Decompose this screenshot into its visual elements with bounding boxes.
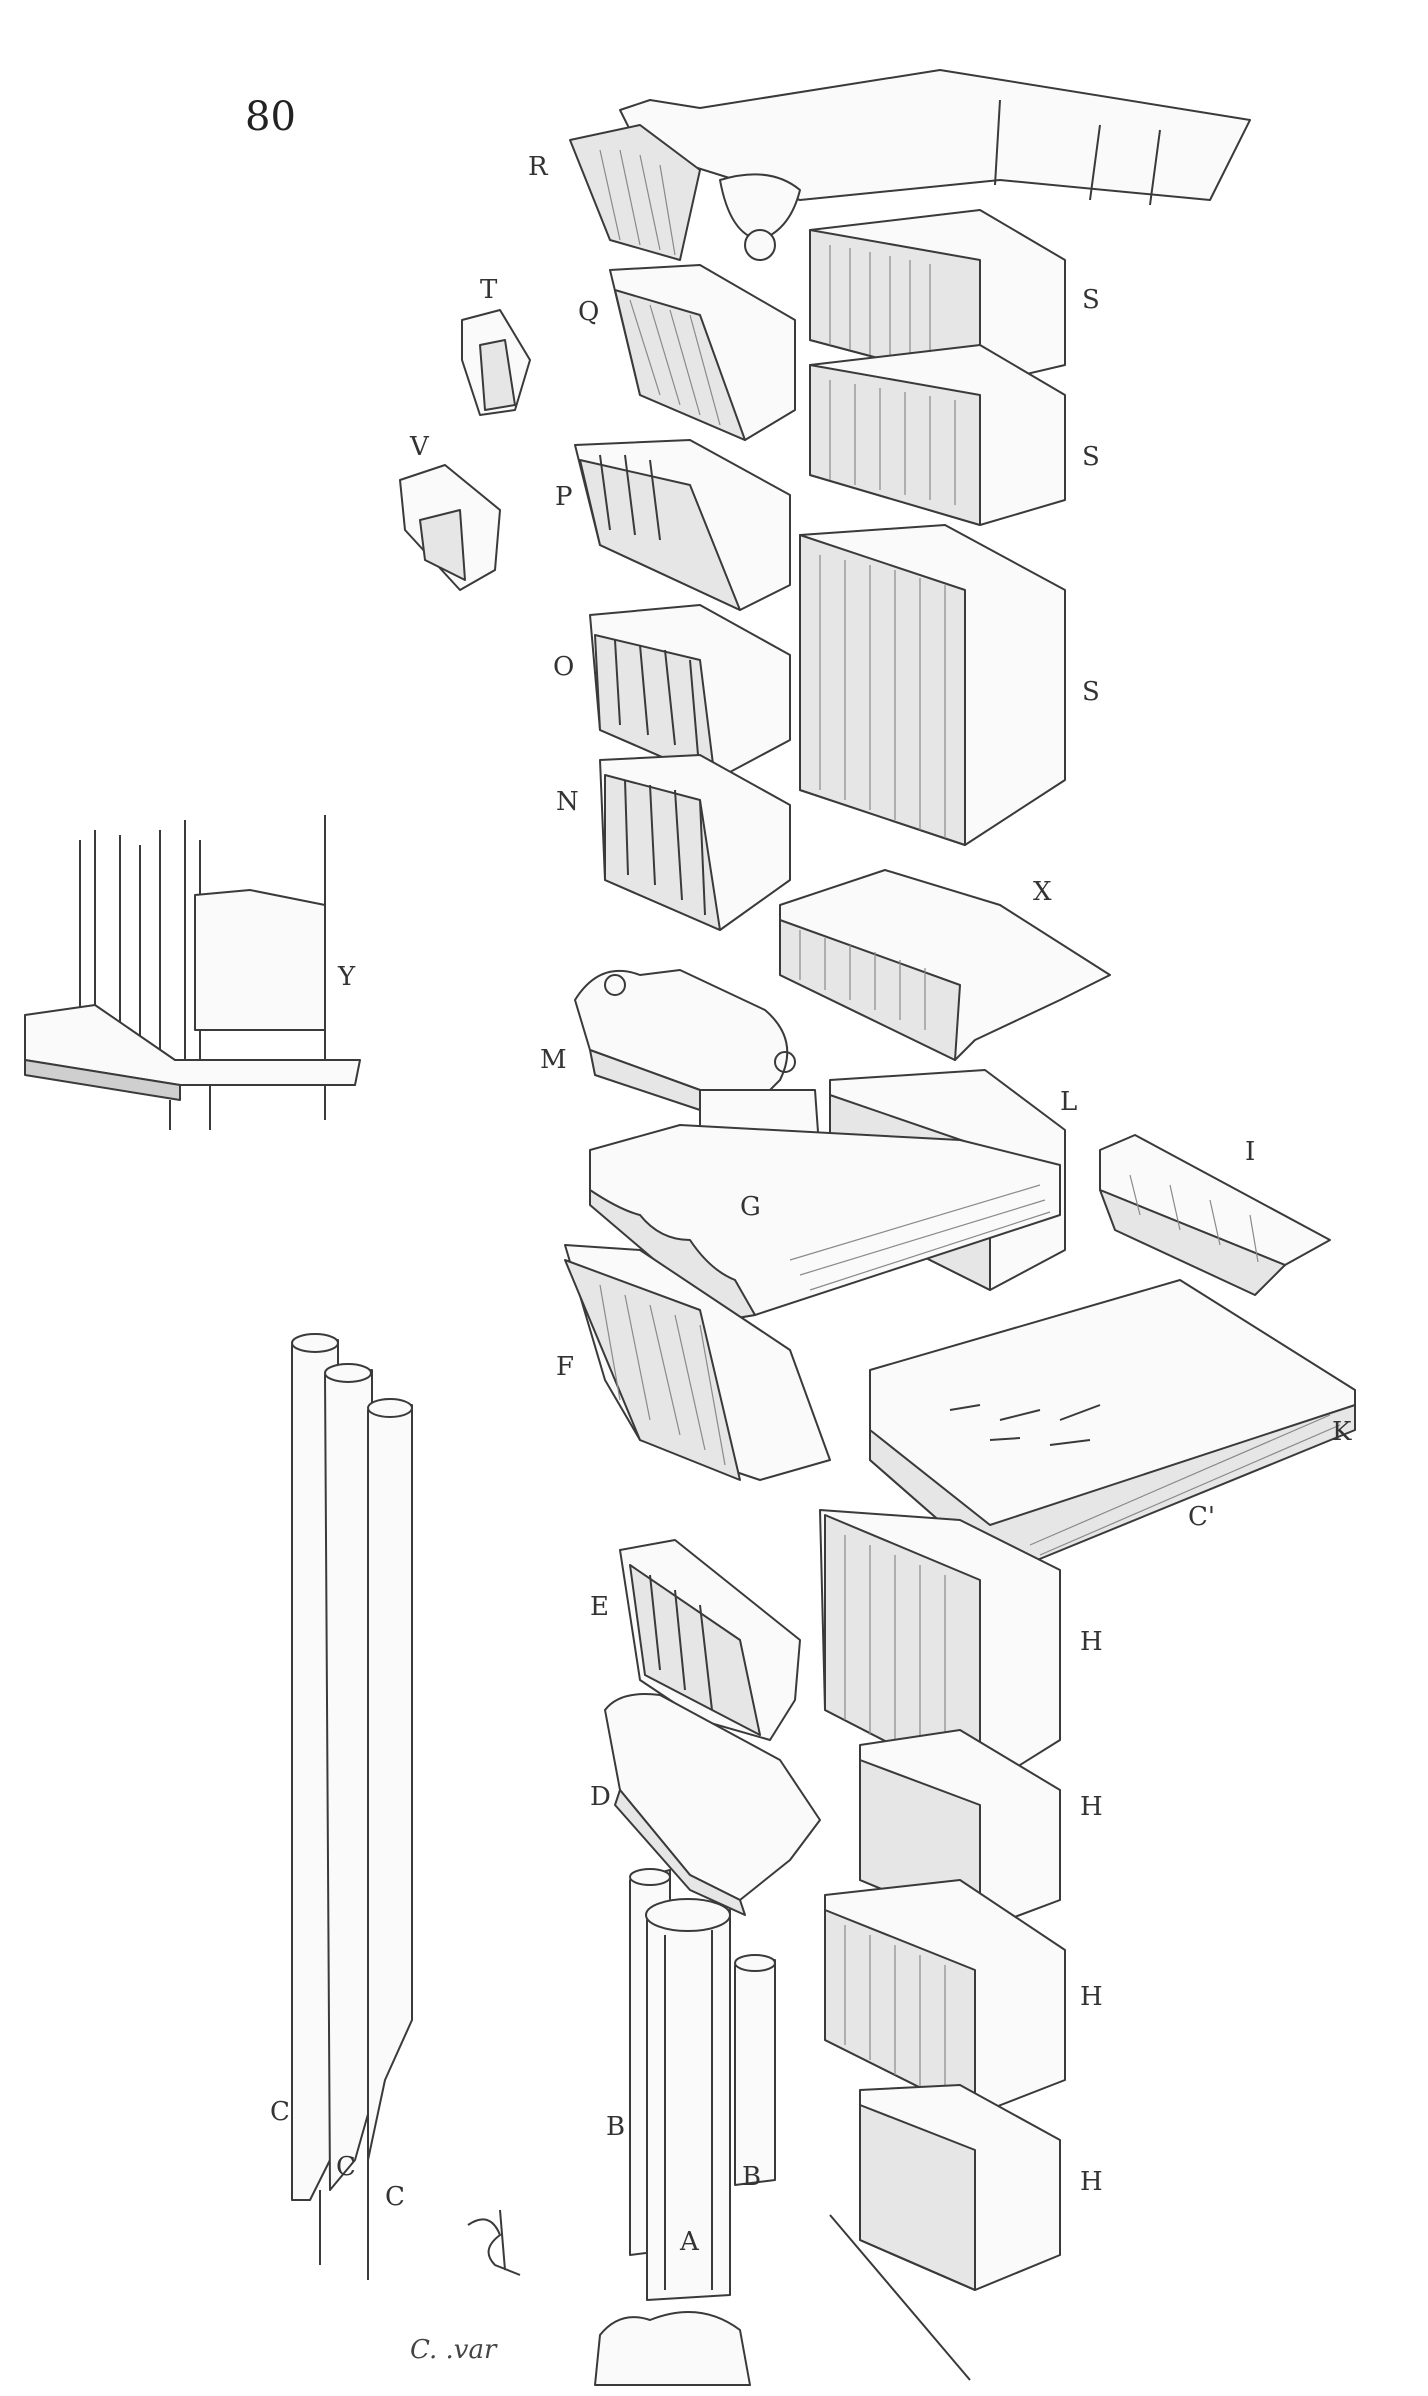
label-r: R bbox=[528, 152, 549, 182]
piece-g-slab bbox=[589, 1124, 1061, 1321]
label-c-prime: C' bbox=[1188, 1502, 1215, 1532]
piece-s-lower bbox=[799, 524, 1066, 846]
label-h-1: H bbox=[1080, 1627, 1103, 1657]
label-h-3: H bbox=[1080, 1982, 1103, 2012]
label-o: O bbox=[553, 652, 574, 682]
label-s-3: S bbox=[1082, 677, 1100, 707]
label-y: Y bbox=[337, 962, 356, 992]
piece-i bbox=[1099, 1134, 1331, 1296]
label-h-4: H bbox=[1080, 2167, 1103, 2197]
piece-x bbox=[779, 869, 1111, 1061]
label-f: F bbox=[556, 1352, 574, 1382]
label-k: K bbox=[1332, 1417, 1352, 1447]
label-g: G bbox=[740, 1192, 761, 1222]
label-h-2: H bbox=[1080, 1792, 1103, 1822]
label-t: T bbox=[480, 275, 498, 305]
label-e: E bbox=[590, 1592, 609, 1622]
label-n: N bbox=[556, 787, 579, 817]
piece-q bbox=[609, 264, 796, 441]
label-d: D bbox=[590, 1782, 611, 1812]
piece-c-column-3 bbox=[367, 1398, 413, 2280]
label-b-2: B bbox=[742, 2162, 761, 2192]
label-b-1: B bbox=[606, 2112, 625, 2142]
label-s-1: S bbox=[1082, 285, 1100, 315]
sketch-mark bbox=[467, 2209, 521, 2276]
label-m: M bbox=[540, 1045, 567, 1075]
label-l: L bbox=[1060, 1087, 1077, 1117]
piece-h-4 bbox=[829, 2084, 1061, 2381]
piece-v bbox=[399, 464, 501, 591]
page-number: 80 bbox=[245, 94, 296, 140]
label-c-3: C bbox=[385, 2182, 405, 2212]
piece-r-cornice bbox=[569, 69, 1251, 261]
piece-b-shaft-right bbox=[734, 1954, 776, 2186]
label-c-1: C bbox=[270, 2097, 290, 2127]
engraver-signature: C. .var bbox=[410, 2335, 498, 2365]
label-s-2: S bbox=[1082, 442, 1100, 472]
piece-o bbox=[589, 604, 791, 781]
piece-s-middle bbox=[809, 344, 1066, 526]
piece-d-capital bbox=[604, 1693, 821, 1916]
piece-f bbox=[564, 1244, 831, 1481]
piece-y-detail bbox=[24, 815, 361, 1130]
piece-h-3 bbox=[824, 1879, 1066, 2116]
piece-h-1 bbox=[819, 1509, 1061, 1791]
piece-t bbox=[461, 309, 531, 416]
label-q: Q bbox=[578, 297, 599, 327]
piece-k-slab bbox=[869, 1279, 1356, 1566]
piece-c-column-2 bbox=[319, 1363, 373, 2265]
label-v: V bbox=[409, 432, 430, 462]
label-c-2: C bbox=[336, 2152, 356, 2182]
piece-base-fragment bbox=[594, 2311, 751, 2386]
label-x: X bbox=[1033, 877, 1052, 907]
piece-e bbox=[619, 1539, 801, 1741]
piece-s-upper bbox=[809, 209, 1066, 386]
label-i: I bbox=[1245, 1137, 1255, 1167]
label-a: A bbox=[679, 2227, 700, 2257]
piece-p bbox=[574, 439, 791, 611]
piece-a-shaft bbox=[645, 1898, 731, 2301]
label-p: P bbox=[555, 482, 573, 512]
piece-n bbox=[599, 754, 791, 931]
